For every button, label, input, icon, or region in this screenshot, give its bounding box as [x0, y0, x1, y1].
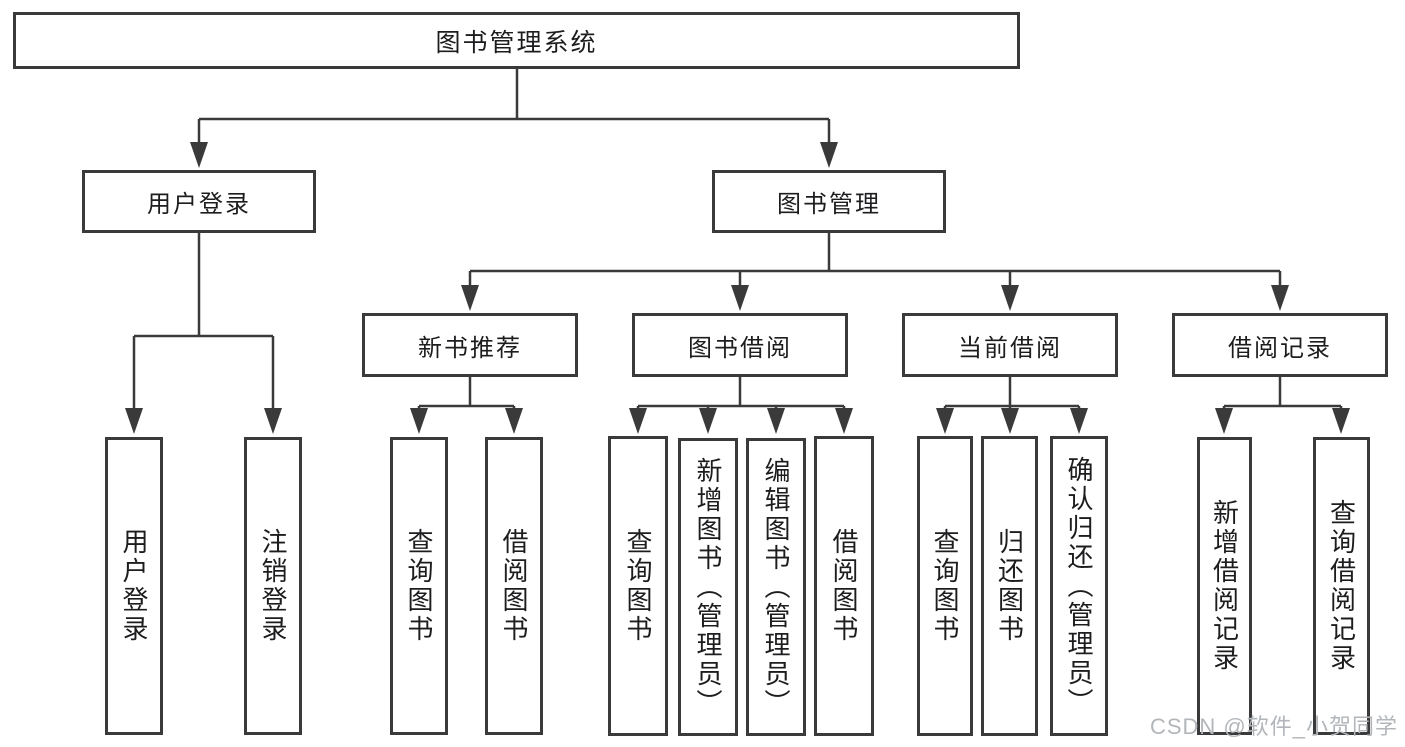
- node-user-login-label: 用户登录: [147, 191, 251, 218]
- node-user-login: 用户登录: [82, 170, 316, 233]
- node-book-borrow: 图书借阅: [632, 313, 848, 377]
- node-leaf-borrow-add-books: 新增图书（管理员）: [678, 438, 738, 736]
- node-new-book-rec: 新书推荐: [362, 313, 578, 377]
- edge-root-to-level2: [197, 69, 831, 146]
- node-leaf-newrec-query-books: 查询图书: [390, 437, 448, 735]
- node-borrow-records: 借阅记录: [1172, 313, 1388, 377]
- node-leaf-records-add-record: 新增借阅记录: [1197, 437, 1252, 735]
- watermark-text: CSDN @软件_小贺同学: [1149, 714, 1398, 739]
- node-leaf-user-login: 用户登录: [105, 437, 163, 735]
- node-book-borrow-label: 图书借阅: [688, 334, 792, 362]
- node-leaf-current-query-books: 查询图书: [917, 436, 973, 736]
- node-leaf-records-query-record-label: 查询借阅记录: [1326, 499, 1357, 673]
- edge-user-login-to-leaves: [132, 233, 275, 410]
- arrowhead-icon: [629, 408, 647, 434]
- node-leaf-current-return-books-label: 归还图书: [994, 528, 1025, 644]
- arrowhead-icon: [125, 408, 143, 434]
- node-book-mgmt: 图书管理: [712, 170, 946, 233]
- node-leaf-borrow-edit-books-label: 编辑图书（管理员）: [761, 456, 791, 718]
- arrowhead-icon: [936, 408, 954, 434]
- node-leaf-newrec-query-books-label: 查询图书: [404, 528, 434, 644]
- node-leaf-newrec-borrow-books-label: 借阅图书: [499, 528, 529, 644]
- node-leaf-borrow-query-books: 查询图书: [608, 436, 668, 736]
- node-leaf-records-query-record: 查询借阅记录: [1313, 437, 1370, 735]
- node-new-book-rec-label: 新书推荐: [418, 334, 522, 362]
- arrowhead-icon: [1001, 408, 1019, 434]
- node-leaf-current-query-books-label: 查询图书: [930, 528, 960, 644]
- edge-new-book-to-leaves: [417, 377, 516, 411]
- node-leaf-borrow-query-books-label: 查询图书: [623, 528, 653, 644]
- node-leaf-newrec-borrow-books: 借阅图书: [485, 437, 543, 735]
- node-root: 图书管理系统: [13, 12, 1020, 69]
- arrowhead-icon: [1001, 285, 1019, 311]
- node-leaf-current-confirm-return: 确认归还（管理员）: [1050, 436, 1108, 736]
- arrowhead-icon: [190, 142, 208, 168]
- arrowhead-icon: [699, 408, 717, 434]
- edge-current-to-leaves: [943, 377, 1081, 411]
- node-book-mgmt-label: 图书管理: [777, 191, 881, 218]
- arrowhead-icon: [835, 408, 853, 434]
- node-current-borrow-label: 当前借阅: [958, 334, 1062, 362]
- arrowhead-icon: [461, 285, 479, 311]
- node-root-label: 图书管理系统: [435, 28, 598, 57]
- node-leaf-borrow-edit-books: 编辑图书（管理员）: [746, 438, 806, 736]
- edge-records-to-leaves: [1222, 377, 1343, 411]
- arrowhead-icon: [1215, 408, 1233, 434]
- node-leaf-logout: 注销登录: [244, 437, 302, 735]
- node-leaf-borrow-add-books-label: 新增图书（管理员）: [693, 456, 723, 718]
- node-leaf-logout-label: 注销登录: [258, 528, 288, 644]
- edge-borrow-to-leaves: [636, 377, 846, 411]
- arrowhead-icon: [1070, 408, 1088, 434]
- arrowhead-icon: [264, 408, 282, 434]
- edge-book-mgmt-to-level3: [468, 233, 1282, 288]
- arrowhead-icon: [820, 142, 838, 168]
- node-leaf-borrow-borrow-books: 借阅图书: [814, 436, 874, 736]
- node-leaf-borrow-borrow-books-label: 借阅图书: [829, 528, 859, 644]
- node-leaf-user-login-label: 用户登录: [119, 528, 149, 644]
- arrowhead-icon: [731, 285, 749, 311]
- node-borrow-records-label: 借阅记录: [1228, 334, 1332, 362]
- node-current-borrow: 当前借阅: [902, 313, 1118, 377]
- arrowhead-icon: [410, 408, 428, 434]
- arrowhead-icon: [505, 408, 523, 434]
- node-leaf-records-add-record-label: 新增借阅记录: [1209, 499, 1240, 673]
- node-leaf-current-return-books: 归还图书: [981, 436, 1038, 736]
- arrowhead-icon: [767, 408, 785, 434]
- arrowhead-icon: [1271, 285, 1289, 311]
- node-leaf-current-confirm-return-label: 确认归还（管理员）: [1064, 455, 1094, 717]
- arrowhead-icon: [1332, 408, 1350, 434]
